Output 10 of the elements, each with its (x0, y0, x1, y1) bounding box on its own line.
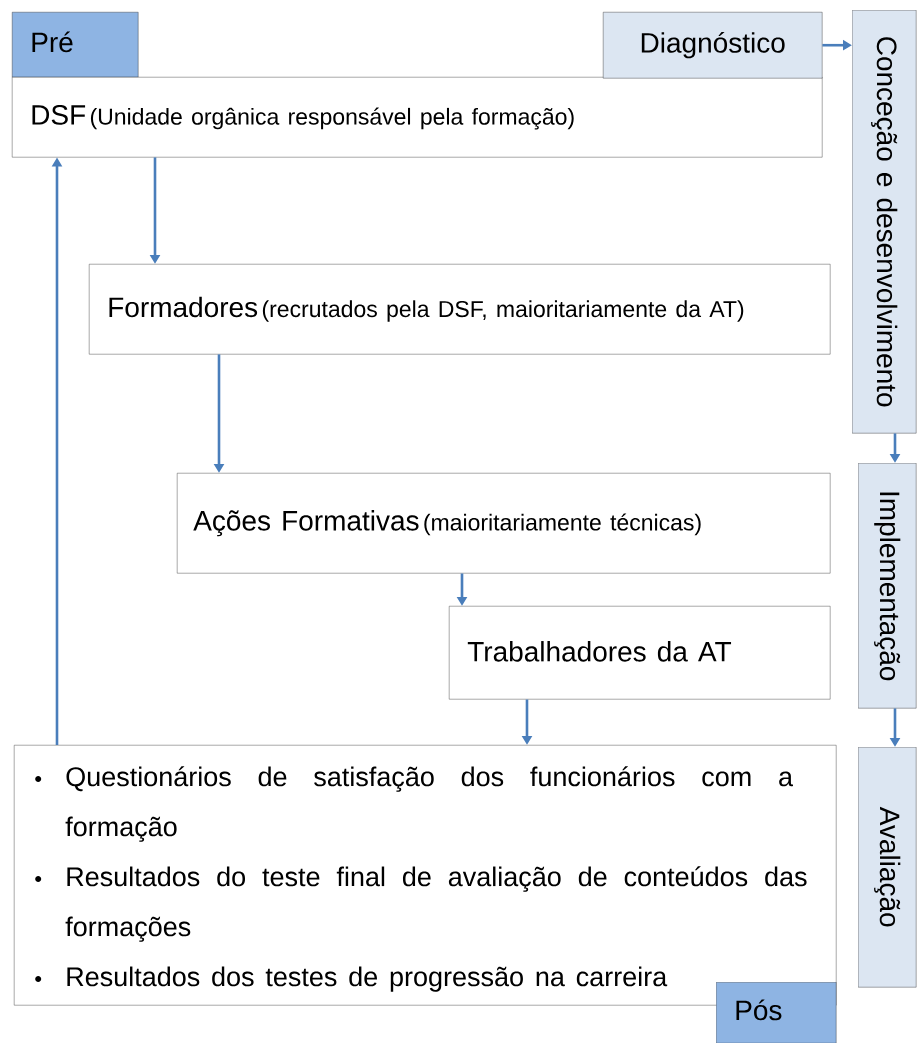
process-box: Ações Formativas (maioritariamente técnicas) (177, 473, 831, 574)
phase-box: Avaliação (858, 747, 917, 988)
phase-box: Implementação (858, 463, 917, 709)
stage-tab: Pré (12, 12, 139, 78)
process-box: Formadores (recrutados pela DSF, maioritariamente da AT) (89, 264, 831, 355)
phase-box: Diagnóstico (603, 12, 823, 79)
process-box: Trabalhadores da AT (449, 606, 831, 700)
phase-box: Conceção e desenvolvimento (852, 10, 917, 434)
stage-tab: Pós (716, 982, 837, 1043)
process-box: DSF (Unidade orgânica responsável pela formação) (12, 77, 823, 158)
